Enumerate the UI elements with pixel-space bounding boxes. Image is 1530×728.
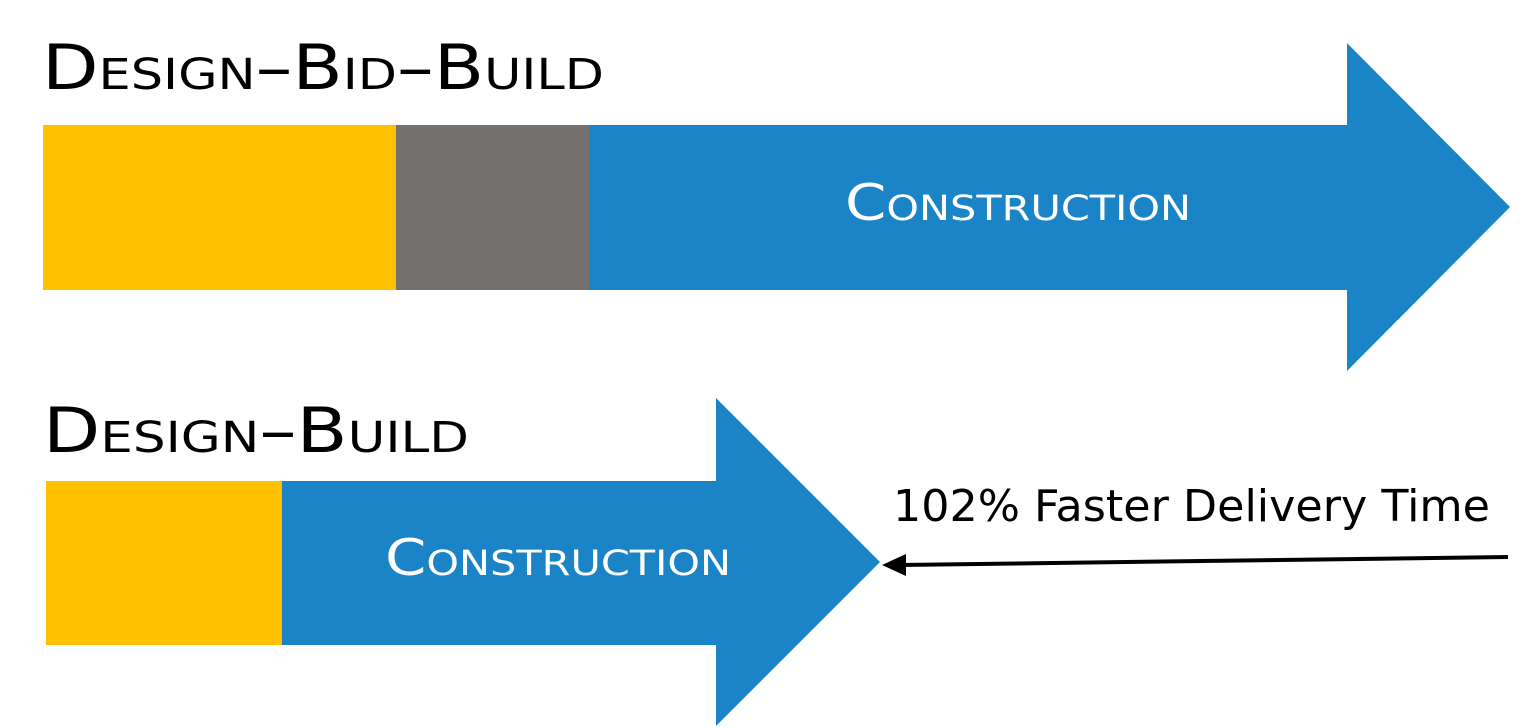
db-construction-label: Construction	[385, 529, 731, 587]
db-design-segment	[46, 481, 282, 645]
comparison-arrow-line	[899, 555, 1509, 567]
dbb-design-segment	[43, 125, 396, 290]
dbb-title: Design–Bid–Build	[42, 31, 604, 104]
faster-delivery-note: 102% Faster Delivery Time	[893, 481, 1490, 532]
db-title: Design–Build	[43, 394, 469, 467]
dbb-construction-label: Construction	[845, 174, 1191, 232]
dbb-construction-arrow	[590, 43, 1510, 371]
dbb-bid-segment	[396, 125, 590, 290]
arrowhead-icon	[882, 554, 906, 576]
db-construction-arrow	[282, 398, 880, 726]
